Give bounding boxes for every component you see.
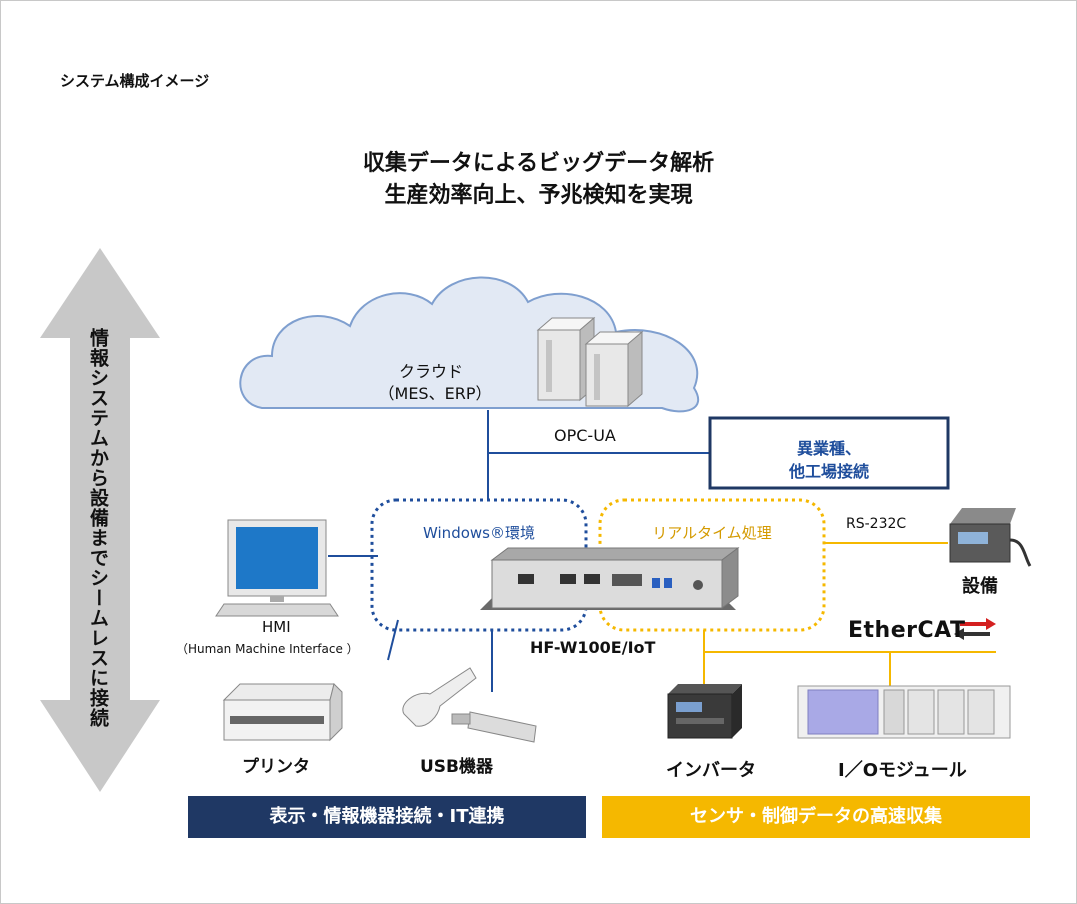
server-icon [584,330,644,408]
realtime-label: リアルタイム処理 [652,524,772,542]
realtime-zone [598,498,826,632]
vertical-arrow-label: 情報システムから設備までシームレスに接続 [87,328,109,728]
io-module-label: I／Oモジュール [838,760,967,781]
caption: システム構成イメージ [60,72,210,90]
cloud-sub-label: （MES、ERP） [378,384,492,403]
other-factory-box [708,416,950,490]
other-box-line-2: 他工場接続 [788,462,869,481]
windows-label: Windows®環境 [423,524,535,542]
ethercat-label: EtherCAT [848,618,966,643]
ethercat-logo-icon [954,618,996,640]
printer-icon [222,683,343,742]
headline-line-1: 収集データによるビッグデータ解析 [362,151,715,176]
printer-label: プリンタ [242,757,310,777]
windows-zone [370,498,588,632]
hmi-sub-label: （Human Machine Interface ） [176,642,359,656]
usb-label: USB機器 [420,757,494,777]
hmi-label: HMI [262,618,291,636]
inverter-label: インバータ [666,760,756,781]
inverter-icon [667,684,742,739]
equipment-icon [949,508,1032,567]
equipment-label: 設備 [962,576,998,597]
industrial-pc-icon [480,547,740,610]
bar-right: センサ・制御データの高速収集 [602,796,1030,838]
monitor-icon [215,519,339,617]
headline-line-2: 生産効率向上、予兆検知を実現 [384,183,693,208]
opc-ua-label: OPC-UA [554,426,616,445]
rs232c-label: RS-232C [846,516,907,532]
fieldbus-lines [703,542,996,690]
network-lines [328,410,710,692]
device-model-label: HF-W100E/IoT [530,638,656,657]
usb-stick-icon [451,711,537,743]
cloud-label: クラウド [398,362,463,381]
double-arrow-icon [40,248,160,792]
bar-left: 表示・情報機器接続・IT連携 [188,796,586,838]
other-box-line-1: 異業種、 [796,439,861,458]
io-module-icon [797,685,1011,739]
barcode-scanner-icon [402,667,477,727]
